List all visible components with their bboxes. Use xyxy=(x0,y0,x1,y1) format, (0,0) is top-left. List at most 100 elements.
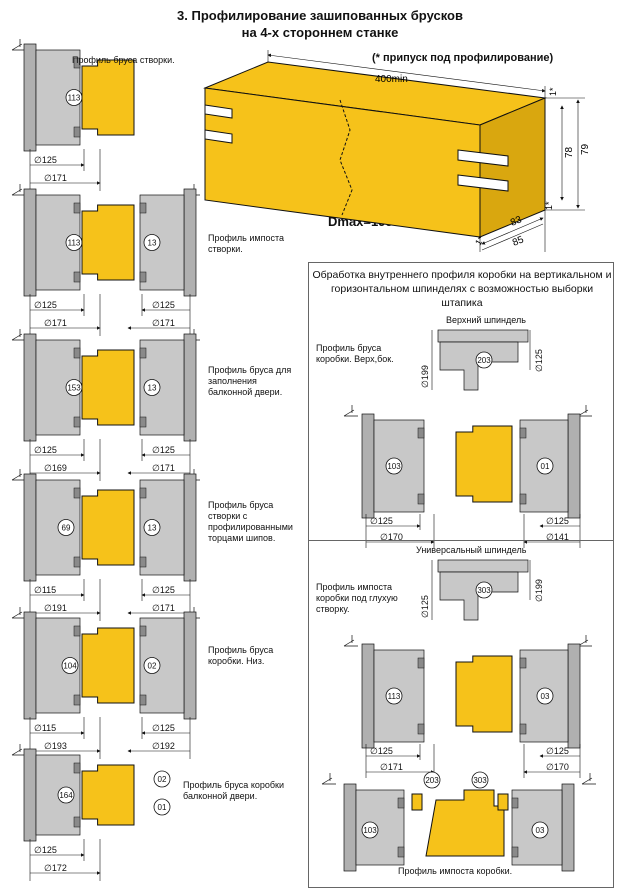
tenoned-bar-3d xyxy=(203,50,585,252)
left-2-tool-b-label: 13 xyxy=(148,239,157,248)
left-5-d2: ∅193 xyxy=(44,741,67,751)
left-6-tool-b-label-circle xyxy=(153,770,171,788)
box-bottom-bead-left xyxy=(411,793,423,811)
box-bottom-corner-e xyxy=(321,773,336,785)
left-5-tool-b-spindle xyxy=(183,611,197,720)
left-5-tool-a-tooth-1 xyxy=(73,625,81,637)
left-3-tool-a-spindle xyxy=(23,333,37,442)
left-2-tool-a-spindle xyxy=(23,188,37,297)
left-1-label: Профиль бруса створки. xyxy=(72,55,175,65)
bar-allow-top: 1* xyxy=(548,87,558,96)
box-bottom-corner-f xyxy=(581,773,596,785)
left-4-tool-b-tooth-2 xyxy=(139,556,147,568)
left-2-d1: ∅125 xyxy=(34,300,57,310)
left-1-d1: ∅125 xyxy=(34,155,57,165)
left-5-tool-b-tooth-2 xyxy=(139,694,147,706)
box-bottom-tool-b-tooth-1 xyxy=(519,657,527,669)
top-spindle-label: Верхний шпиндель xyxy=(446,315,526,325)
left-3-label: Профиль бруса для заполнения балконной д… xyxy=(208,365,292,397)
box-bottom-tool-a-tooth-2 xyxy=(417,723,425,735)
left-5-tool-a-tooth-2 xyxy=(73,694,81,706)
left-4-d2: ∅191 xyxy=(44,603,67,613)
left-4-workpiece xyxy=(81,489,135,566)
left-3-d3: ∅125 xyxy=(152,445,175,455)
left-1-tool-a-spindle xyxy=(23,43,37,152)
left-3-d4: ∅171 xyxy=(152,463,175,473)
left-6-tool-a-tooth-1 xyxy=(73,762,81,774)
box-top-tool-a-label-circle xyxy=(385,457,403,475)
left-5-d4: ∅192 xyxy=(152,741,175,751)
left-3-d1: ∅125 xyxy=(34,445,57,455)
box-bottom-tool-c-label-circle xyxy=(423,771,441,789)
left-5-tool-b-label: 02 xyxy=(148,662,157,671)
box-bottom-d2: ∅171 xyxy=(380,762,403,772)
left-1-d2: ∅171 xyxy=(44,173,67,183)
box-bottom-workpiece-2 xyxy=(425,789,505,857)
left-5-tool-a-body xyxy=(35,617,81,714)
left-6-tool-c-label-circle xyxy=(153,798,171,816)
box-bottom-tool-e-tooth-2 xyxy=(397,846,405,858)
left-4-tool-a-tooth-2 xyxy=(73,556,81,568)
left-3-tool-b-label-circle xyxy=(143,379,161,396)
box-bottom-d3: ∅125 xyxy=(546,746,569,756)
left-4-tool-a-tooth-1 xyxy=(73,487,81,499)
box-top-corner-left xyxy=(343,405,358,417)
inner-profile-title: Обработка внутреннего профиля коробки на… xyxy=(312,269,612,309)
box-bottom-tool-f-tooth-2 xyxy=(511,846,519,858)
left-1-tool-a-tooth-2 xyxy=(73,126,81,138)
box-top-tool-b-label-circle xyxy=(536,457,554,475)
left-6-tool-a-label-circle xyxy=(57,786,75,804)
box-top-top-tool-label: 203 xyxy=(477,356,491,365)
box-bottom-tool-d-label-circle xyxy=(471,771,489,789)
box-top-top-d1: ∅199 xyxy=(420,365,430,388)
left-2-d3: ∅125 xyxy=(152,300,175,310)
left-6-tool-a-label: 164 xyxy=(59,791,73,800)
box-bottom-top-tool xyxy=(439,571,519,621)
left-4-d1: ∅115 xyxy=(34,585,56,595)
box-bottom-tool-d-label: 303 xyxy=(473,776,487,785)
left-6-label: Профиль бруса коробки балконной двери. xyxy=(183,780,284,801)
left-6-tool-c-label: 01 xyxy=(158,803,167,812)
box-top-tool-b-label: 01 xyxy=(541,462,550,471)
box-bottom-tool-a-tooth-1 xyxy=(417,657,425,669)
left-3-workpiece xyxy=(81,349,135,426)
box-bottom-top-tool-label: 303 xyxy=(477,586,491,595)
left-2-tool-b-tooth-1 xyxy=(139,202,147,214)
left-4-d3: ∅125 xyxy=(152,585,175,595)
box-top-d2: ∅170 xyxy=(380,532,403,542)
bar-dim-79: 79 xyxy=(580,143,591,155)
left-4-d4: ∅171 xyxy=(152,603,175,613)
left-block-1: 113 ∅125 ∅171 xyxy=(11,39,135,191)
box-top-d1: ∅125 xyxy=(370,516,393,526)
bar-dim-85: 85 xyxy=(511,234,526,249)
left-3-tool-a-tooth-2 xyxy=(73,416,81,428)
box-top-tool-a-label: 103 xyxy=(387,462,401,471)
left-6-d1: ∅125 xyxy=(34,845,57,855)
left-4-tool-a-label: 69 xyxy=(62,524,71,533)
left-5-tool-a-label: 104 xyxy=(63,662,77,671)
box-bottom-tool-f-label-circle xyxy=(531,821,549,839)
box-bottom-top-d1: ∅125 xyxy=(420,595,430,618)
box-bottom-workpiece xyxy=(455,655,513,733)
left-2-tool-a-tooth-2 xyxy=(73,271,81,283)
left-3-tool-b xyxy=(139,333,197,442)
left-1-tool-a-label: 113 xyxy=(68,94,81,103)
box-top-d4: ∅141 xyxy=(546,532,569,542)
left-4-tool-b-label: 13 xyxy=(148,524,157,533)
left-2-d4: ∅171 xyxy=(152,318,175,328)
left-6-workpiece xyxy=(81,764,135,826)
left-2-tool-b-spindle xyxy=(183,188,197,297)
left-3-tool-b-spindle xyxy=(183,333,197,442)
bottom-spindle-label: Универсальный шпиндель xyxy=(416,545,527,555)
left-block-4: 69 13 ∅115 ∅191 ∅125 ∅171 xyxy=(11,469,200,621)
box-top-tool-a-tooth-2 xyxy=(417,493,425,505)
page-title-line1: 3. Профилирование зашипованных брусков xyxy=(177,8,463,23)
box-bottom-bead-right xyxy=(497,793,509,811)
